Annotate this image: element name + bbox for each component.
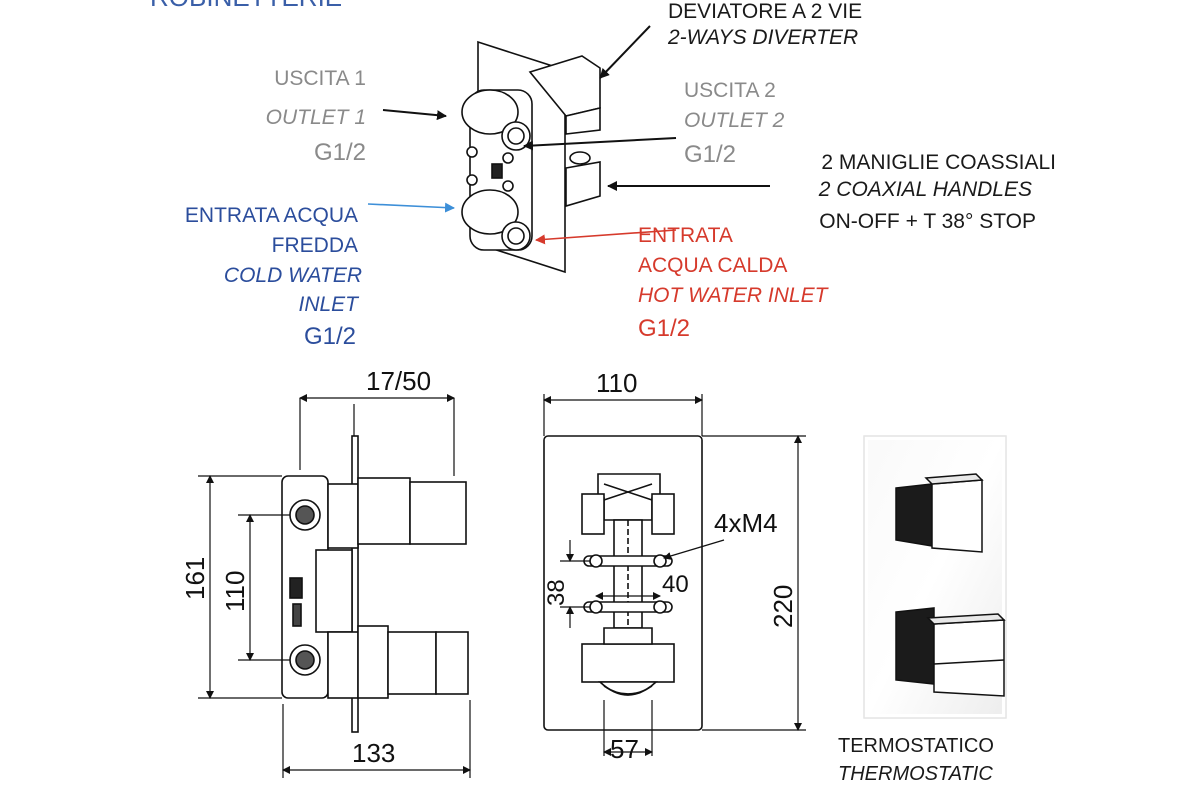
diverter-block: [528, 55, 601, 117]
cold-inlet-arrow: [367, 202, 455, 213]
dim-screw-v-spacing: 38: [543, 579, 570, 606]
outlet1-label-en: OUTLET 1: [266, 106, 366, 129]
upper-handle: [895, 473, 984, 553]
cold-label-it2: FREDDA: [272, 234, 358, 257]
hot-inlet-arrow: [535, 229, 677, 245]
hot-label-it1: ENTRATA: [638, 224, 733, 247]
hot-label-it2: ACQUA CALDA: [638, 254, 787, 277]
diverter-label-it: DEVIATORE A 2 VIE: [668, 0, 862, 23]
outlet1-label-it: USCITA 1: [274, 67, 366, 90]
dim-plate-width: 110: [596, 368, 637, 398]
side-view: [281, 435, 469, 733]
lower-handle: [895, 607, 1006, 697]
side-dimensions: [198, 394, 471, 778]
outlet2-label-it: USCITA 2: [684, 79, 776, 102]
outlet1-thread: G1/2: [314, 139, 366, 166]
cold-label-en2: INLET: [298, 293, 360, 316]
valve-3d-illustration: [461, 40, 601, 274]
handles-label-en: 2 COAXIAL HANDLES: [818, 178, 1032, 201]
dim-screw-h-spacing: 40: [662, 571, 689, 598]
dim-side-projection: 17/50: [366, 366, 431, 396]
outlet1-arrow: [382, 109, 447, 121]
cold-label-en1: COLD WATER: [224, 264, 362, 287]
dim-side-depth: 133: [352, 738, 395, 768]
diverter-arrow: [599, 25, 651, 79]
diverter-label-en: 2-WAYS DIVERTER: [667, 26, 858, 49]
outlet2-arrow: [523, 137, 677, 151]
cold-thread: G1/2: [304, 323, 356, 350]
outlet2-label-en: OUTLET 2: [684, 109, 785, 132]
dim-screws: 4xM4: [714, 508, 778, 538]
front-dimensions: [543, 394, 806, 756]
dim-body-width: 57: [610, 734, 639, 764]
thermostatic-label-en: THERMOSTATIC: [838, 763, 993, 785]
dim-side-inlet-spacing: 110: [220, 571, 250, 612]
cold-label-it1: ENTRATA ACQUA: [185, 204, 358, 227]
hot-label-en: HOT WATER INLET: [638, 284, 830, 307]
thermostatic-product-view: [863, 435, 1007, 719]
front-view: [543, 435, 703, 731]
handles-label-it: 2 MANIGLIE COASSIALI: [821, 151, 1056, 174]
thermostatic-label-it: TERMOSTATICO: [838, 735, 994, 757]
handle-block: [565, 161, 601, 208]
hot-thread: G1/2: [638, 315, 690, 342]
dim-side-height: 161: [180, 557, 210, 600]
dim-plate-height: 220: [768, 585, 798, 628]
handles-note: ON-OFF + T 38° STOP: [819, 210, 1036, 233]
outlet2-thread: G1/2: [684, 141, 736, 168]
header-fragment: ROBINETTERIE: [150, 0, 342, 12]
